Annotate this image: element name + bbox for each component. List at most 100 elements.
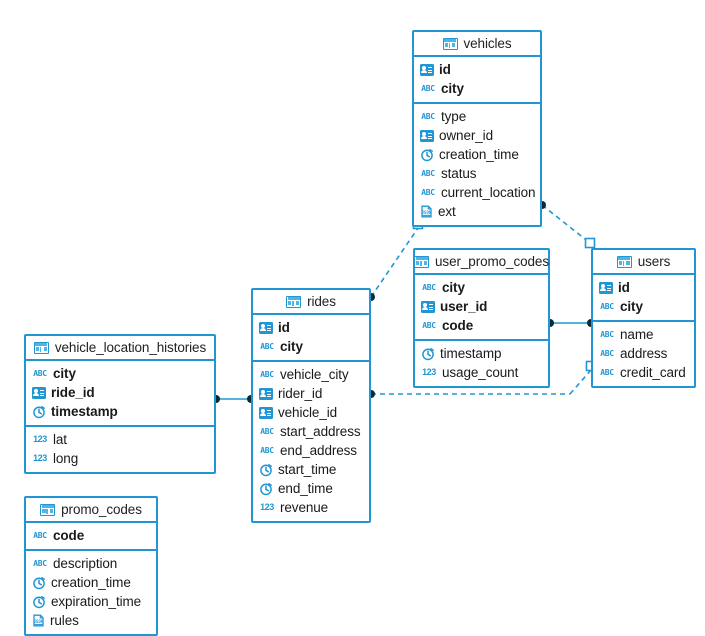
column-name: creation_time bbox=[439, 147, 519, 162]
clock-icon bbox=[32, 576, 46, 590]
column-row[interactable]: rider_id bbox=[253, 384, 369, 403]
123-number-icon: 123 bbox=[260, 502, 274, 512]
table-header[interactable]: users bbox=[593, 250, 694, 275]
column-row[interactable]: end_time bbox=[253, 479, 369, 498]
table-header[interactable]: vehicles bbox=[414, 32, 540, 57]
id-card-icon bbox=[259, 406, 273, 419]
column-name: owner_id bbox=[439, 128, 493, 143]
column-name: city bbox=[53, 366, 76, 381]
json-document-icon: JSON bbox=[32, 614, 45, 627]
column-row[interactable]: JSON ext bbox=[414, 202, 540, 221]
abc-string-icon: ABC bbox=[421, 187, 435, 197]
primary-key-row[interactable]: ABC city bbox=[253, 337, 369, 356]
column-name: city bbox=[620, 299, 643, 314]
primary-key-row[interactable]: timestamp bbox=[26, 402, 214, 421]
abc-string-icon: ABC bbox=[600, 301, 614, 311]
column-name: user_id bbox=[440, 299, 488, 314]
column-row[interactable]: 123 revenue bbox=[253, 498, 369, 517]
column-name: address bbox=[620, 346, 668, 361]
abc-string-icon: ABC bbox=[421, 168, 435, 178]
table-header[interactable]: vehicle_location_histories bbox=[26, 336, 214, 361]
primary-key-row[interactable]: ABC city bbox=[593, 297, 694, 316]
abc-string-icon: ABC bbox=[260, 341, 274, 351]
column-name: id bbox=[618, 280, 630, 295]
column-row[interactable]: vehicle_id bbox=[253, 403, 369, 422]
column-row[interactable]: ABC current_location bbox=[414, 183, 540, 202]
column-name: long bbox=[53, 451, 79, 466]
clock-icon bbox=[32, 405, 46, 419]
column-row[interactable]: creation_time bbox=[414, 145, 540, 164]
primary-key-row[interactable]: ride_id bbox=[26, 383, 214, 402]
column-row[interactable]: expiration_time bbox=[26, 592, 156, 611]
connector-user-promo-codes-users bbox=[546, 319, 595, 327]
connector-vehicles-users bbox=[538, 201, 596, 249]
id-card-icon bbox=[259, 387, 273, 400]
table-header[interactable]: rides bbox=[253, 290, 369, 315]
column-name: start_address bbox=[280, 424, 361, 439]
column-name: vehicle_city bbox=[280, 367, 349, 382]
column-row[interactable]: timestamp bbox=[415, 344, 548, 363]
clock-icon bbox=[259, 463, 273, 477]
table-header[interactable]: user_promo_codes bbox=[414, 250, 549, 275]
123-number-icon: 123 bbox=[422, 367, 436, 377]
column-name: creation_time bbox=[51, 575, 131, 590]
primary-key-row[interactable]: user_id bbox=[415, 297, 548, 316]
table-name: vehicle_location_histories bbox=[54, 340, 207, 355]
svg-text:JSON: JSON bbox=[33, 619, 43, 624]
column-name: city bbox=[280, 339, 303, 354]
column-row[interactable]: start_time bbox=[253, 460, 369, 479]
column-name: start_time bbox=[278, 462, 337, 477]
id-card-icon bbox=[420, 129, 434, 142]
clock-icon bbox=[420, 148, 434, 162]
id-card-icon bbox=[259, 321, 273, 334]
column-row[interactable]: 123 long bbox=[26, 449, 214, 468]
table-name: promo_codes bbox=[61, 502, 142, 517]
table-header[interactable]: promo_codes bbox=[26, 498, 156, 523]
column-name: id bbox=[278, 320, 290, 335]
column-row[interactable]: owner_id bbox=[414, 126, 540, 145]
column-name: ext bbox=[438, 204, 456, 219]
json-document-icon: JSON bbox=[420, 205, 433, 218]
column-name: rider_id bbox=[278, 386, 323, 401]
svg-text:JSON: JSON bbox=[421, 210, 431, 215]
123-number-icon: 123 bbox=[33, 453, 47, 463]
column-name: description bbox=[53, 556, 118, 571]
primary-key-row[interactable]: id bbox=[414, 60, 540, 79]
abc-string-icon: ABC bbox=[33, 530, 47, 540]
primary-key-row[interactable]: id bbox=[253, 318, 369, 337]
table-name: vehicles bbox=[463, 36, 512, 51]
primary-key-row[interactable]: id bbox=[593, 278, 694, 297]
column-name: revenue bbox=[280, 500, 329, 515]
column-row[interactable]: creation_time bbox=[26, 573, 156, 592]
column-name: current_location bbox=[441, 185, 536, 200]
